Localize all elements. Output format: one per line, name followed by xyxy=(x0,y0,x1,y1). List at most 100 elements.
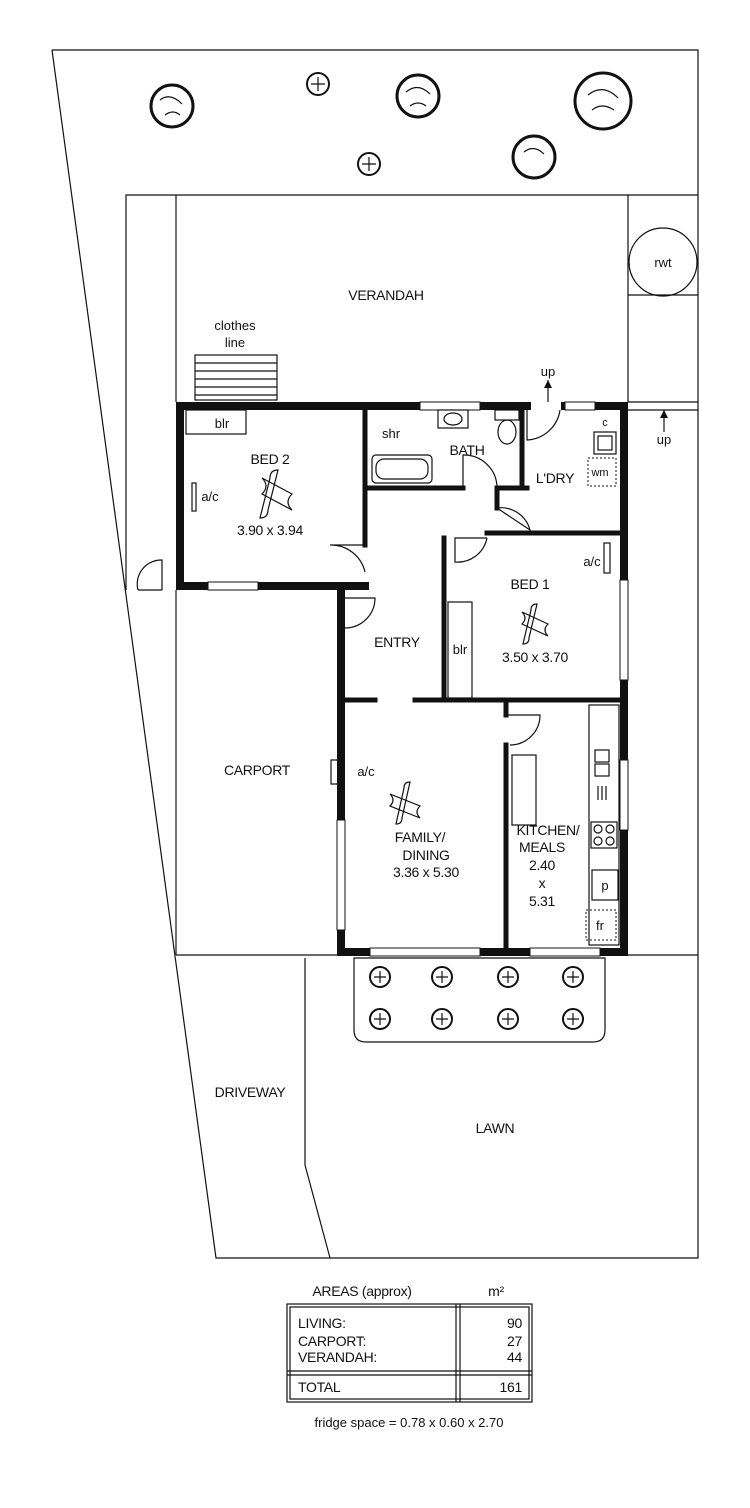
label-kitchen-dim: 2.40 xyxy=(529,857,556,873)
site-boundary xyxy=(51,49,699,1259)
label-clothes-line: line xyxy=(225,335,245,350)
window xyxy=(619,759,629,831)
shrub-icon xyxy=(431,1008,453,1030)
label-driveway: DRIVEWAY xyxy=(215,1084,287,1100)
areas-heading: AREAS (approx) xyxy=(312,1283,411,1299)
areas-row-label: LIVING: xyxy=(298,1315,346,1331)
label-dining: DINING xyxy=(402,847,449,863)
shrub-icon xyxy=(562,966,584,988)
tree-icon xyxy=(149,83,195,129)
driveway-edge xyxy=(304,1164,331,1259)
ac-unit xyxy=(191,482,197,512)
fridge-footnote: fridge space = 0.78 x 0.60 x 2.70 xyxy=(315,1415,504,1430)
areas-total-label: TOTAL xyxy=(298,1379,341,1395)
label-ac: a/c xyxy=(583,554,601,569)
label-wm: wm xyxy=(590,467,608,479)
kitchen-island xyxy=(511,754,537,826)
garden-bed xyxy=(353,957,606,1043)
door-swing xyxy=(526,406,561,441)
label-blr: blr xyxy=(453,642,468,657)
label-blr: blr xyxy=(215,416,230,431)
washing-machine-space xyxy=(587,457,617,487)
areas-row-label: CARPORT: xyxy=(298,1333,366,1349)
shrub-icon xyxy=(562,1008,584,1030)
door-swing xyxy=(344,597,376,629)
label-laundry: L'DRY xyxy=(536,470,575,486)
laundry-trough xyxy=(593,431,617,455)
ceiling-fan-icon xyxy=(520,603,550,645)
label-up: up xyxy=(541,364,555,379)
areas-row-value: 90 xyxy=(507,1315,522,1331)
verandah-outline xyxy=(125,194,629,590)
label-rwt: rwt xyxy=(654,255,672,270)
areas-total-value: 161 xyxy=(500,1379,523,1395)
label-ac: a/c xyxy=(201,489,219,504)
ceiling-fan-icon xyxy=(259,469,293,519)
label-verandah: VERANDAH xyxy=(348,287,423,303)
door-swing xyxy=(462,454,498,489)
door-swing xyxy=(136,559,163,591)
dishwasher-icon xyxy=(597,786,607,800)
ac-unit xyxy=(330,759,342,785)
window xyxy=(419,401,481,411)
door-swing xyxy=(496,507,531,532)
tree-icon xyxy=(573,71,633,131)
label-clothes-line: clothes xyxy=(214,318,256,333)
label-lawn: LAWN xyxy=(476,1120,515,1136)
tree-icon xyxy=(395,73,441,119)
label-meals: MEALS xyxy=(519,839,565,855)
label-kitchen-dim: 5.31 xyxy=(529,893,556,909)
label-kitchen: KITCHEN/ xyxy=(517,822,580,838)
label-carport: CARPORT xyxy=(224,762,291,778)
areas-row-value: 27 xyxy=(507,1333,522,1349)
tree-icon xyxy=(511,134,557,180)
basin xyxy=(437,409,469,429)
pantry xyxy=(591,869,619,901)
ac-unit xyxy=(603,542,611,574)
kitchen-bench xyxy=(588,704,620,946)
label-ac: a/c xyxy=(357,764,375,779)
areas-row-value: 44 xyxy=(507,1349,522,1365)
areas-row-label: VERANDAH: xyxy=(298,1349,377,1365)
ceiling-fan-icon xyxy=(388,781,422,825)
label-up: up xyxy=(657,432,671,447)
door-swing xyxy=(454,537,488,563)
toilet-bowl xyxy=(497,419,517,445)
robe xyxy=(447,601,473,699)
areas-unit: m² xyxy=(488,1283,504,1299)
shrub-icon xyxy=(369,966,391,988)
sink-bowl xyxy=(594,749,610,763)
interior-walls xyxy=(338,403,627,955)
label-c: c xyxy=(602,417,608,429)
basin-bowl xyxy=(443,412,463,426)
door-swing xyxy=(506,714,541,746)
shrub-icon xyxy=(369,1008,391,1030)
label-family: FAMILY/ xyxy=(395,829,446,845)
clothes-line-icon xyxy=(194,354,278,401)
label-bed2: BED 2 xyxy=(251,451,290,467)
toilet-cistern xyxy=(494,409,520,421)
rainwater-tank xyxy=(628,227,698,297)
up-arrow-icon xyxy=(544,380,552,402)
label-kitchen-dim: x xyxy=(539,875,546,891)
window xyxy=(564,401,596,411)
label-pantry: p xyxy=(601,878,608,893)
label-family-dims: 3.36 x 5.30 xyxy=(393,864,459,880)
fridge-space xyxy=(585,909,617,941)
areas-table xyxy=(286,1303,533,1403)
label-shr: shr xyxy=(382,426,401,441)
window xyxy=(529,947,601,957)
boiler-cupboard xyxy=(185,409,247,435)
shrub-icon xyxy=(431,966,453,988)
door-swing xyxy=(329,544,366,573)
bathtub xyxy=(371,454,433,484)
up-arrow-icon xyxy=(660,410,668,432)
shrub-icon xyxy=(357,152,381,176)
sink-bowl xyxy=(594,763,610,777)
label-bed1: BED 1 xyxy=(511,576,550,592)
cooktop-icon xyxy=(590,821,618,849)
window xyxy=(369,947,481,957)
window xyxy=(336,819,346,931)
window xyxy=(619,579,629,681)
